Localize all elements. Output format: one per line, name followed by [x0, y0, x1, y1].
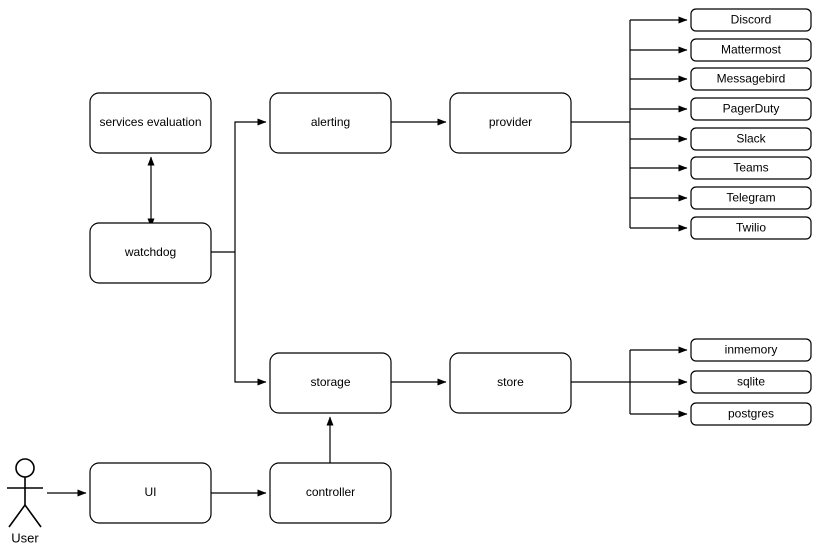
actor-leg-left [8, 504, 26, 528]
leaf-label: postgres [728, 407, 774, 421]
leaf-label: PagerDuty [723, 102, 780, 116]
node-box[interactable] [269, 352, 392, 414]
node-box[interactable] [269, 92, 392, 154]
node-label: UI [145, 485, 157, 499]
node-label: services evaluation [99, 115, 201, 129]
node-box[interactable] [89, 222, 212, 284]
leaf-twilio[interactable]: Twilio [690, 216, 812, 240]
leaf-label: Messagebird [717, 72, 786, 86]
node-services-evaluation[interactable]: services evaluation [89, 92, 212, 154]
leaf-box[interactable] [690, 67, 812, 91]
leaf-box[interactable] [690, 338, 812, 362]
node-box[interactable] [89, 462, 212, 524]
actor-leg-right [24, 504, 42, 528]
node-label: storage [310, 375, 350, 389]
leaf-label: sqlite [737, 375, 765, 389]
edge-watchdog-to-storage [234, 252, 267, 386]
leaf-box[interactable] [690, 186, 812, 210]
leaf-postgres[interactable]: postgres [690, 402, 812, 426]
leaf-box[interactable] [690, 127, 812, 151]
node-label: alerting [311, 115, 350, 129]
leaf-label: Mattermost [721, 43, 782, 57]
leaf-label: Telegram [726, 191, 775, 205]
leaf-telegram[interactable]: Telegram [690, 186, 812, 210]
node-box[interactable] [89, 92, 212, 154]
leaf-box[interactable] [690, 8, 812, 32]
node-provider[interactable]: provider [449, 92, 572, 154]
leaf-box[interactable] [690, 216, 812, 240]
leaf-box[interactable] [690, 38, 812, 62]
leaf-pagerduty[interactable]: PagerDuty [690, 97, 812, 121]
leaf-sqlite[interactable]: sqlite [690, 370, 812, 394]
edge-layer [47, 16, 688, 497]
leaf-box[interactable] [690, 402, 812, 426]
node-box[interactable] [449, 352, 572, 414]
leaf-teams[interactable]: Teams [690, 156, 812, 180]
node-controller[interactable]: controller [269, 462, 392, 524]
leaf-label: Slack [736, 132, 766, 146]
node-label: provider [489, 115, 532, 129]
leaf-discord[interactable]: Discord [690, 8, 812, 32]
leaf-slack[interactable]: Slack [690, 127, 812, 151]
provider-implementations-group: Discord Mattermost Messagebird PagerDuty… [690, 8, 812, 240]
node-label: watchdog [124, 245, 176, 259]
node-watchdog[interactable]: watchdog [89, 222, 212, 284]
node-box[interactable] [269, 462, 392, 524]
leaf-label: Twilio [736, 221, 766, 235]
leaf-label: Teams [733, 161, 768, 175]
node-ui[interactable]: UI [89, 462, 212, 524]
edge-watchdog-to-alerting [234, 118, 267, 252]
node-storage[interactable]: storage [269, 352, 392, 414]
actor-label: User [11, 530, 39, 545]
node-box[interactable] [449, 92, 572, 154]
leaf-label: inmemory [725, 343, 778, 357]
leaf-messagebird[interactable]: Messagebird [690, 67, 812, 91]
leaf-inmemory[interactable]: inmemory [690, 338, 812, 362]
node-label: store [497, 375, 524, 389]
actor-head-icon [15, 458, 35, 478]
leaf-box[interactable] [690, 97, 812, 121]
leaf-label: Discord [731, 13, 772, 27]
store-implementations-group: inmemory sqlite postgres [690, 338, 812, 426]
node-label: controller [306, 485, 355, 499]
leaf-box[interactable] [690, 156, 812, 180]
user-actor[interactable]: User [7, 458, 43, 545]
node-alerting[interactable]: alerting [269, 92, 392, 154]
node-store[interactable]: store [449, 352, 572, 414]
leaf-box[interactable] [690, 370, 812, 394]
leaf-mattermost[interactable]: Mattermost [690, 38, 812, 62]
